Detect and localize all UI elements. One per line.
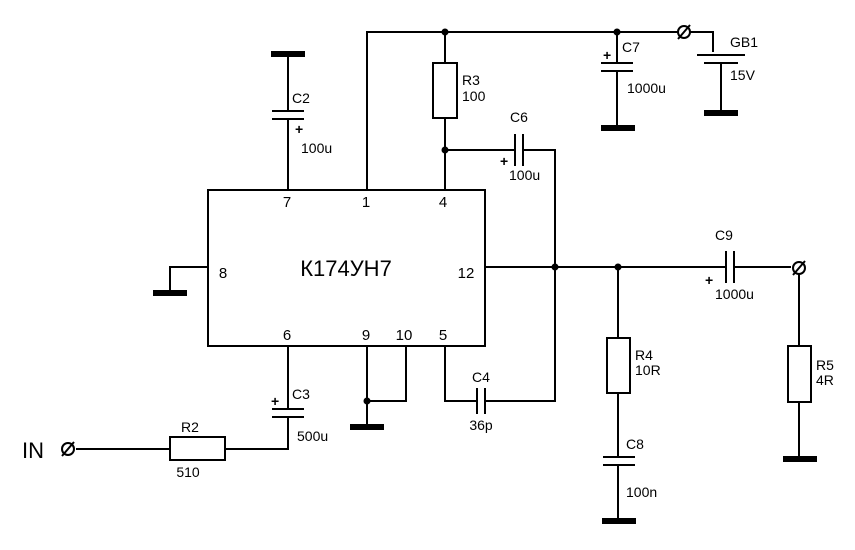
- capacitor-c4: C4 36p: [444, 267, 556, 433]
- resistor-r4: R4 10R: [606, 267, 661, 520]
- c7-value: 1000u: [627, 80, 666, 96]
- c8-ref: C8: [626, 436, 644, 452]
- terminal-supply-icon[interactable]: [677, 24, 691, 40]
- resistor-r5: R5 4R: [783, 274, 834, 462]
- wire: [169, 266, 208, 293]
- c8-value: 100n: [626, 484, 657, 500]
- resistor-r2: R2 510: [76, 419, 226, 480]
- input-label: IN: [22, 438, 44, 463]
- pin-10-label: 10: [396, 327, 413, 344]
- ic-body: [207, 189, 486, 347]
- gb1-ref: GB1: [730, 34, 758, 50]
- pin8-ground: [153, 266, 208, 296]
- c3-ref: C3: [292, 386, 310, 402]
- pin-6-label: 6: [283, 327, 291, 344]
- r2-ref: R2: [181, 419, 199, 435]
- c9-value: 1000u: [715, 286, 754, 302]
- c7-polarity: +: [603, 47, 611, 63]
- r2-value: 510: [176, 464, 200, 480]
- c6-ref: C6: [510, 109, 528, 125]
- c4-value: 36p: [469, 417, 493, 433]
- output-net: [485, 260, 806, 276]
- r4-value: 10R: [635, 362, 661, 378]
- wire: [445, 149, 556, 267]
- c2-ref: C2: [292, 90, 310, 106]
- wire: [367, 346, 407, 402]
- c9-polarity: +: [705, 272, 713, 288]
- pin-8-label: 8: [219, 265, 227, 282]
- r3-value: 100: [462, 88, 486, 104]
- pin9-10-ground: [350, 346, 407, 430]
- capacitor-c7: C7 + 1000u: [601, 32, 666, 131]
- supply-rail: [366, 24, 714, 190]
- wire: [444, 267, 556, 402]
- resistor-r3: R3 100: [432, 32, 486, 190]
- pin-1-label: 1: [362, 194, 370, 211]
- c7-ref: C7: [622, 39, 640, 55]
- capacitor-c2: C2 + 100u: [271, 51, 332, 190]
- resistor-body: [432, 62, 458, 119]
- capacitor-c8: C8 100n: [602, 436, 657, 524]
- pin-9-label: 9: [362, 327, 370, 344]
- input-terminal: IN: [22, 438, 75, 463]
- c6-polarity: +: [500, 153, 508, 169]
- c3-polarity: +: [271, 393, 279, 409]
- capacitor-c6: C6 + 100u: [445, 109, 556, 267]
- c9-ref: C9: [715, 227, 733, 243]
- c4-ref: C4: [472, 369, 490, 385]
- wire: [225, 346, 289, 450]
- capacitor-c3: C3 + 500u: [225, 346, 328, 450]
- battery-gb1: GB1 15V: [697, 34, 758, 116]
- wire-pin1-rail: [366, 31, 678, 190]
- pin-12-label: 12: [458, 265, 475, 282]
- c2-polarity: +: [295, 121, 303, 137]
- r5-ref: R5: [816, 357, 834, 373]
- resistor-body: [787, 345, 812, 403]
- r5-value: 4R: [816, 372, 834, 388]
- ic-name: К174УН7: [300, 256, 392, 281]
- c2-value: 100u: [301, 140, 332, 156]
- r4-ref: R4: [635, 347, 653, 363]
- pin-4-label: 4: [439, 194, 447, 211]
- c3-value: 500u: [297, 428, 328, 444]
- pin-7-label: 7: [283, 194, 291, 211]
- terminal-output-icon[interactable]: [792, 260, 806, 276]
- capacitor-c9: C9 + 1000u: [705, 227, 754, 302]
- r3-ref: R3: [462, 72, 480, 88]
- wire-rail-gb1: [690, 31, 714, 52]
- pin-5-label: 5: [439, 327, 447, 344]
- gb1-value: 15V: [730, 67, 756, 83]
- terminal-input-icon[interactable]: [61, 441, 75, 457]
- resistor-body: [169, 436, 226, 461]
- resistor-body: [606, 337, 631, 394]
- ic-k174un7: К174УН7 7 1 4 8 12 6 9 10 5: [207, 189, 486, 347]
- c6-value: 100u: [509, 167, 540, 183]
- junction-dot: [363, 397, 371, 405]
